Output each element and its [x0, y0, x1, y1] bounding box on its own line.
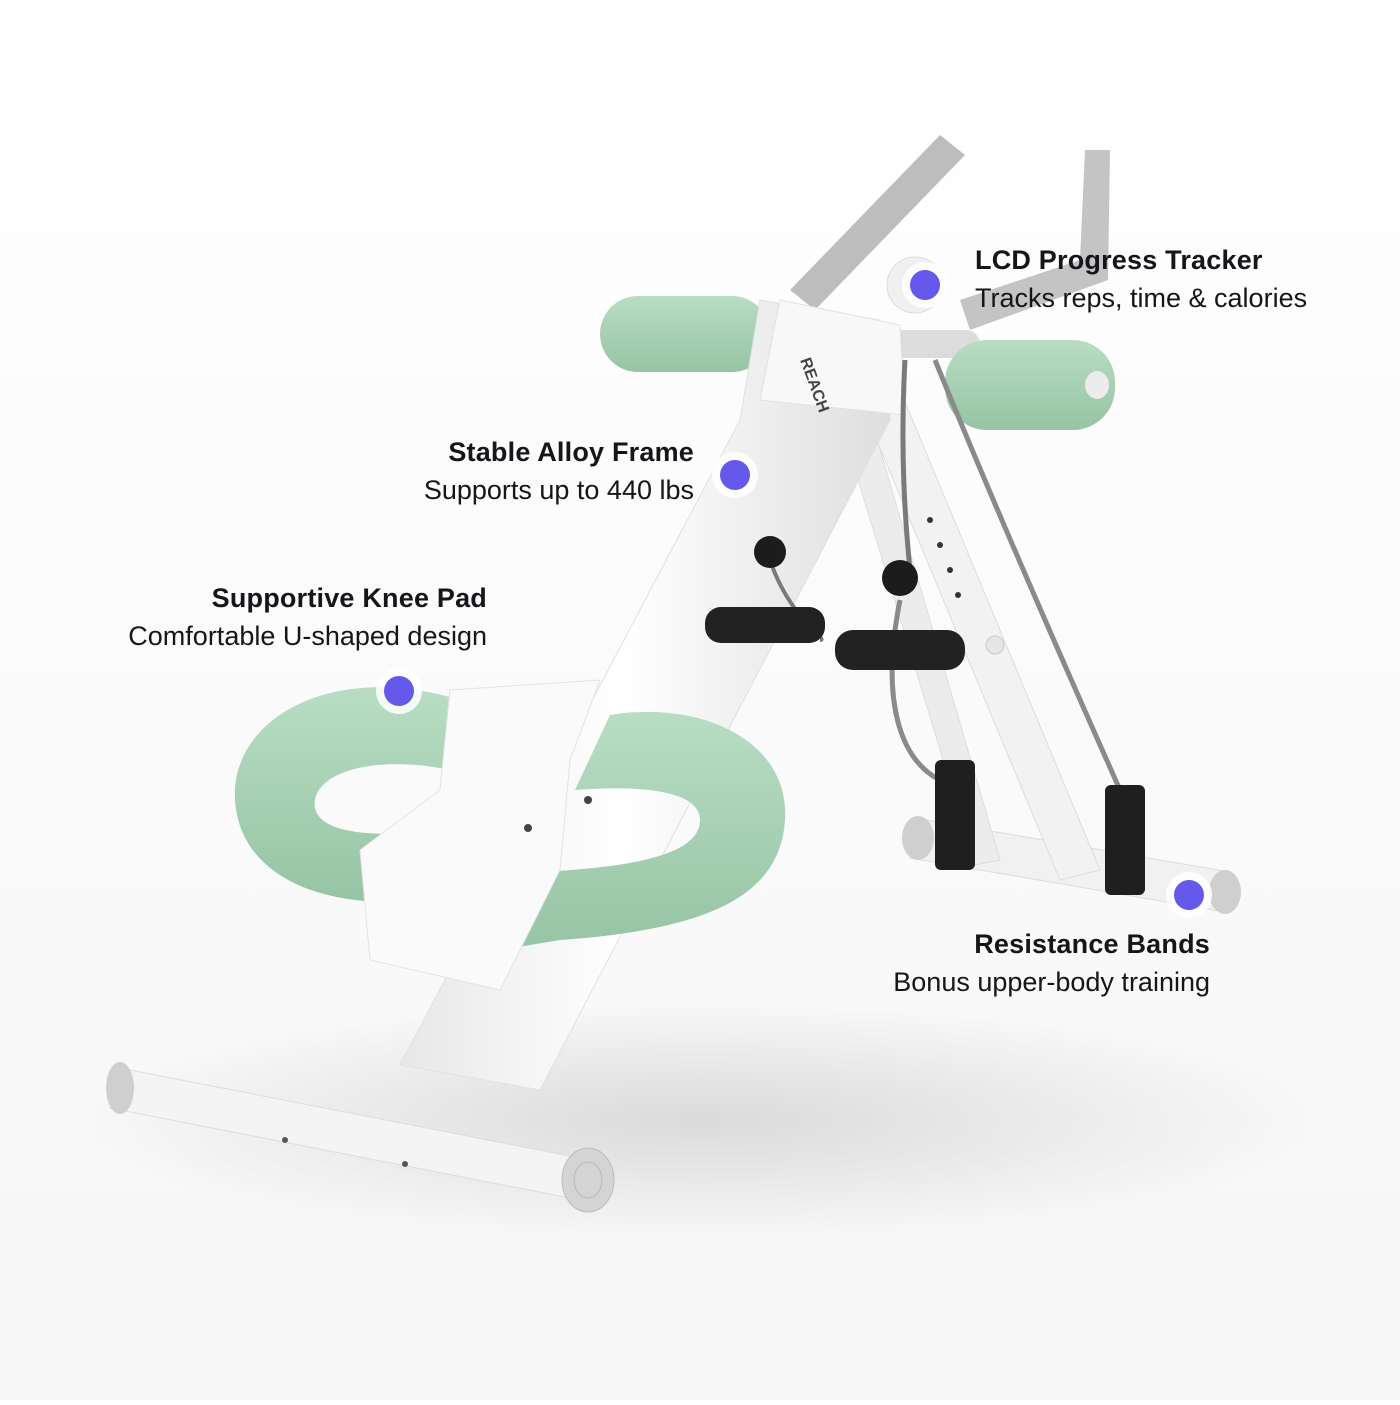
left-grip — [705, 607, 825, 643]
knee-pad-marker[interactable] — [384, 676, 414, 706]
bands-marker[interactable] — [1174, 880, 1204, 910]
resistance-bands — [705, 359, 1145, 895]
callout-frame-subtitle: Supports up to 440 lbs — [423, 475, 694, 505]
callout-lcd: LCD Progress Tracker Tracks reps, time &… — [975, 242, 1307, 318]
callout-bands-subtitle: Bonus upper-body training — [893, 967, 1210, 997]
floor-shadow — [80, 1000, 1320, 1240]
front-base-bar — [106, 1062, 615, 1213]
knee-pad — [234, 679, 786, 991]
lcd-marker[interactable] — [910, 270, 940, 300]
callout-bands: Resistance Bands Bonus upper-body traini… — [790, 926, 1210, 1002]
upper-handles — [790, 135, 1110, 330]
callout-knee-subtitle: Comfortable U-shaped design — [128, 621, 487, 651]
callout-knee: Supportive Knee Pad Comfortable U-shaped… — [27, 580, 487, 656]
callout-knee-title: Supportive Knee Pad — [211, 583, 487, 613]
callout-frame-title: Stable Alloy Frame — [448, 437, 694, 467]
callout-bands-title: Resistance Bands — [974, 929, 1210, 959]
callout-lcd-title: LCD Progress Tracker — [975, 245, 1263, 275]
right-grip — [835, 630, 965, 670]
callout-lcd-subtitle: Tracks reps, time & calories — [975, 283, 1308, 313]
frame-marker[interactable] — [720, 460, 750, 490]
callout-frame: Stable Alloy Frame Supports up to 440 lb… — [274, 434, 694, 510]
